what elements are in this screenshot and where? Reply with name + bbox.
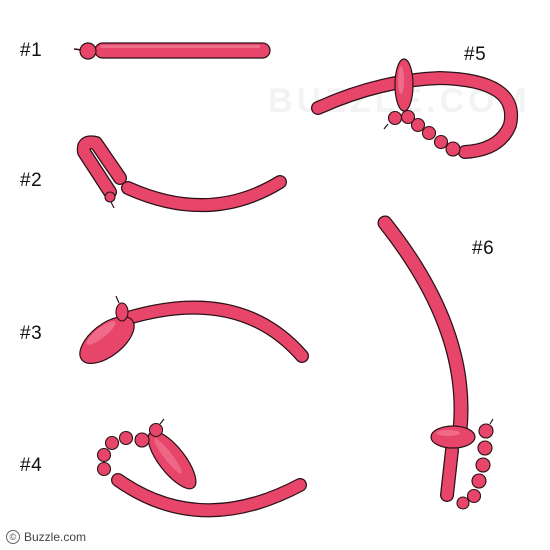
step-label-1: #1 — [20, 40, 43, 61]
step-label-5: #5 — [464, 44, 487, 65]
credit-text: Buzzle.com — [24, 530, 87, 544]
credit-footer: © Buzzle.com — [6, 530, 86, 544]
step-6-balloon — [377, 215, 494, 510]
step-2-balloon — [76, 135, 287, 213]
step-label-6: #6 — [472, 238, 495, 259]
step-label-3: #3 — [20, 323, 43, 344]
step-3-balloon — [79, 295, 309, 364]
step-4-balloon — [96, 418, 307, 518]
step-1-balloon — [73, 42, 271, 60]
step-label-2: #2 — [20, 170, 43, 191]
copyright-icon: © — [6, 530, 20, 544]
step-label-4: #4 — [20, 455, 43, 476]
step-5-balloon — [311, 58, 519, 159]
